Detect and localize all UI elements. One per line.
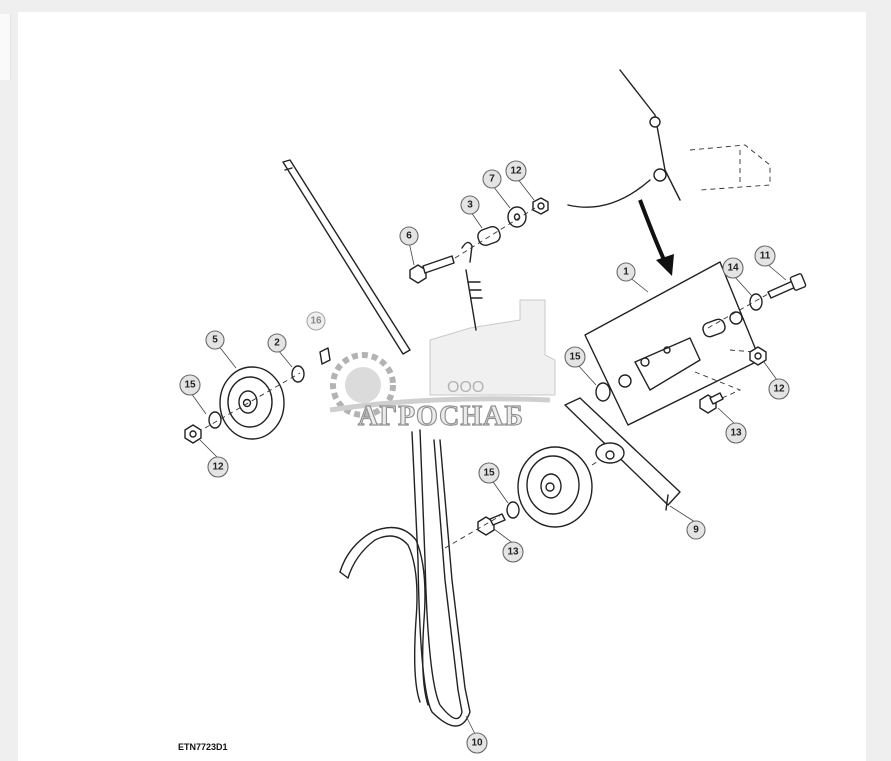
- figure-code: ETN7723D1: [178, 742, 228, 752]
- callout-15-lower: 15: [478, 462, 500, 484]
- svg-text:12: 12: [510, 166, 522, 177]
- svg-text:3: 3: [467, 200, 473, 211]
- callout-6: 6: [399, 226, 419, 246]
- callout-12-right: 12: [768, 378, 790, 400]
- callout-14: 14: [722, 257, 744, 279]
- washer-14: [749, 293, 763, 311]
- svg-text:2: 2: [274, 338, 280, 349]
- svg-text:1: 1: [623, 267, 629, 278]
- drive-belt: [339, 429, 471, 727]
- callout-13-lower: 13: [502, 541, 524, 563]
- callout-16: 16: [306, 311, 326, 331]
- nut-12-top: [532, 197, 549, 215]
- svg-text:13: 13: [730, 428, 742, 439]
- washer-15-upper: [595, 382, 611, 402]
- svg-text:7: 7: [489, 174, 495, 185]
- bracket-plate: [584, 261, 761, 426]
- svg-text:15: 15: [483, 468, 495, 479]
- watermark-prefix: ООО: [447, 379, 484, 396]
- bolt-13-right: [699, 392, 724, 414]
- callout-12-top: 12: [505, 160, 527, 182]
- washer-7: [507, 206, 527, 228]
- bolt-11: [767, 273, 807, 299]
- idler-arm: [564, 397, 681, 511]
- callout-7: 7: [482, 169, 502, 189]
- svg-text:10: 10: [471, 738, 483, 749]
- svg-text:15: 15: [569, 352, 581, 363]
- svg-text:16: 16: [310, 316, 322, 327]
- callout-13-right: 13: [725, 422, 747, 444]
- bolt-6: [409, 255, 455, 284]
- svg-text:14: 14: [727, 263, 739, 274]
- assembly-arrow: [638, 199, 667, 263]
- leader-lines: [190, 177, 787, 735]
- washer-15-lower: [506, 501, 520, 519]
- svg-text:5: 5: [212, 335, 218, 346]
- svg-text:9: 9: [693, 525, 699, 536]
- nut-12-left: [184, 424, 202, 444]
- washer-15-left: [208, 411, 222, 429]
- callout-10: 10: [466, 732, 488, 754]
- callout-2: 2: [267, 333, 287, 353]
- agrosnab-watermark: ООО АГРОСНАБ: [329, 299, 556, 433]
- idler-pulley-lower: [517, 446, 593, 528]
- washer-2: [291, 365, 305, 383]
- control-rod: [282, 159, 411, 355]
- callout-11: 11: [754, 245, 776, 267]
- bolt-13-lower: [477, 513, 506, 536]
- spring-cable: [461, 241, 483, 331]
- svg-text:15: 15: [184, 380, 196, 391]
- callout-3: 3: [460, 195, 480, 215]
- throttle-cable: [567, 69, 771, 208]
- callout-1: 1: [616, 262, 636, 282]
- svg-text:12: 12: [773, 384, 785, 395]
- callout-5: 5: [205, 330, 225, 350]
- svg-text:11: 11: [760, 251, 771, 262]
- watermark-name: АГРОСНАБ: [358, 401, 524, 432]
- svg-text:13: 13: [507, 547, 519, 558]
- callout-15-left: 15: [179, 374, 201, 396]
- callout-15-upper: 15: [564, 346, 586, 368]
- spacer-3: [477, 225, 501, 247]
- svg-text:6: 6: [406, 231, 412, 242]
- nut-12-right: [749, 346, 767, 366]
- spacer-16: [319, 347, 331, 365]
- callout-9: 9: [686, 520, 706, 540]
- page-edge: [0, 14, 11, 80]
- callout-12-left: 12: [207, 456, 229, 478]
- svg-text:12: 12: [212, 462, 224, 473]
- idler-pulley-left: [219, 366, 285, 440]
